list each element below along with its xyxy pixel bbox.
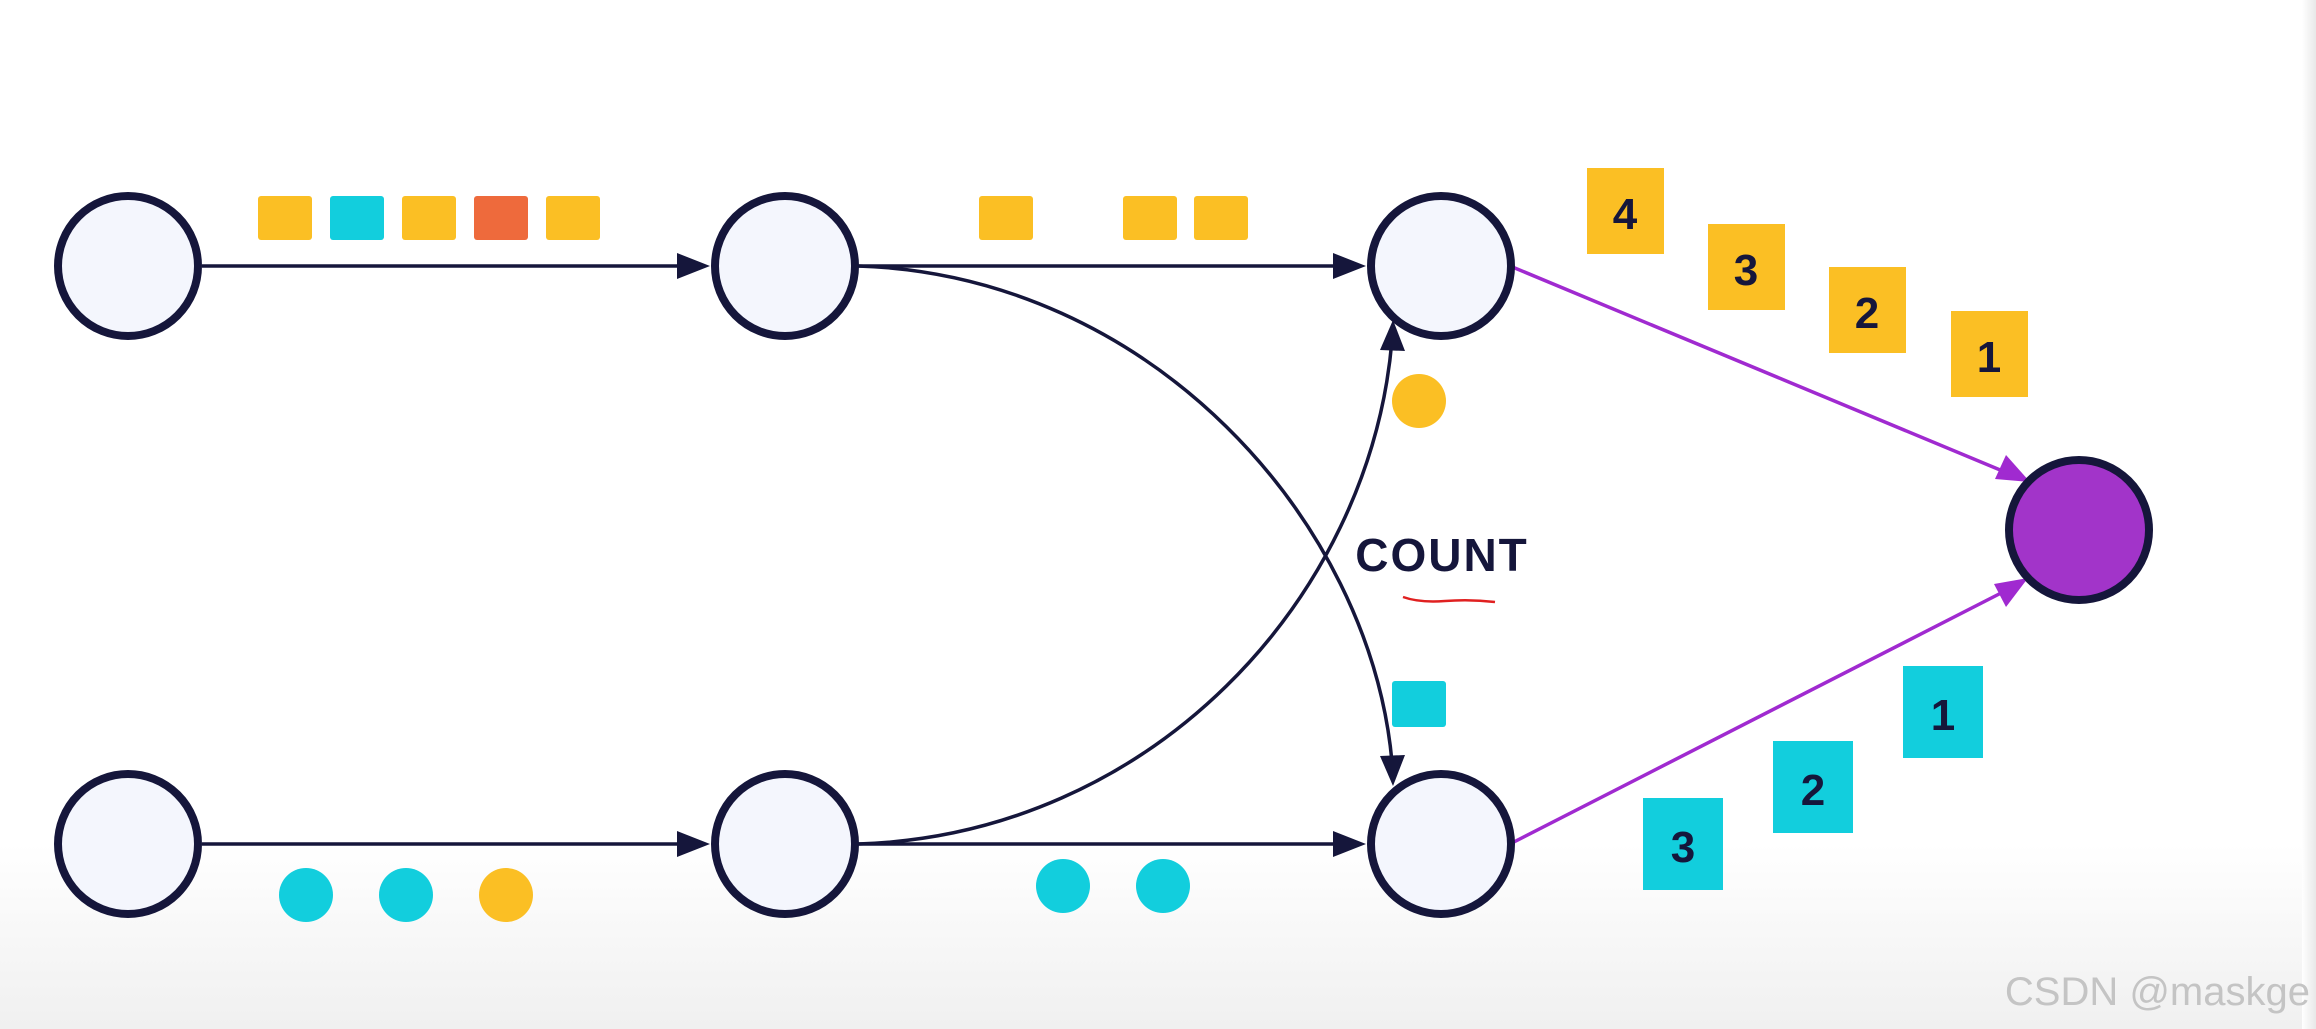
events-top-stream-1 [258,196,600,240]
top-count-tiles: 4 3 2 1 [1587,168,2028,397]
edge-top-3-to-sink [1509,264,2006,474]
event-token [979,196,1033,240]
count-tile [1708,224,1785,310]
count-tile-value: 3 [1671,823,1695,872]
arrowhead-sink-top [1995,455,2030,482]
arrowhead-sink-bot [1994,578,2028,607]
node-top-3 [1367,192,1515,340]
count-tile-value: 1 [1977,333,2001,382]
nodes [54,192,2153,918]
arrowhead-cross-up [1380,320,1405,351]
event-token [1194,196,1248,240]
count-tile [1643,798,1723,890]
event-token [330,196,384,240]
count-tile [1587,168,1664,254]
event-token [379,868,433,922]
events-bottom-stream-1 [279,868,533,922]
event-token [1036,859,1090,913]
node-top-2 [711,192,859,340]
event-token-cross-down [1392,681,1446,727]
arrowhead-cross-down [1380,755,1405,786]
watermark: CSDN @maskge [2004,970,2310,1014]
event-token [402,196,456,240]
node-bot-3 [1367,770,1515,918]
events-top-stream-2 [979,196,1248,240]
event-token [1123,196,1177,240]
count-tile [1773,741,1853,833]
event-token [258,196,312,240]
event-token [546,196,600,240]
event-token [479,868,533,922]
arrowhead-top-2 [677,253,710,279]
count-tile-value: 4 [1613,190,1638,239]
edge-bot-3-to-sink [1509,589,2006,846]
count-tile [1829,267,1906,353]
bottom-count-tiles: 1 2 3 [1643,666,1983,890]
node-top-1 [54,192,202,340]
node-sink [2005,456,2153,604]
edge-top-2-to-bot-3 [857,264,1394,763]
count-tile [1951,311,2028,397]
arrowhead-top-3 [1333,253,1366,279]
count-tile-value: 2 [1855,289,1879,338]
arrowhead-bot-3 [1333,831,1366,857]
arrowhead-bot-2 [677,831,710,857]
count-tile [1903,666,1983,758]
node-bot-1 [54,770,202,918]
count-tile-value: 2 [1801,766,1825,815]
event-token-cross-up [1392,374,1446,428]
event-token [474,196,528,240]
event-token [279,868,333,922]
edges [202,253,1405,857]
count-tile-value: 1 [1931,691,1955,740]
label-underline-mark [1402,595,1496,604]
node-bot-2 [711,770,859,918]
operator-label: COUNT [1355,529,1529,581]
count-tile-value: 3 [1734,246,1758,295]
event-token [1136,859,1190,913]
window-edge [2302,0,2316,1029]
events-bottom-stream-2 [1036,859,1190,913]
sink-edges [1509,264,2030,846]
edge-bot-2-to-top-3 [857,339,1394,846]
